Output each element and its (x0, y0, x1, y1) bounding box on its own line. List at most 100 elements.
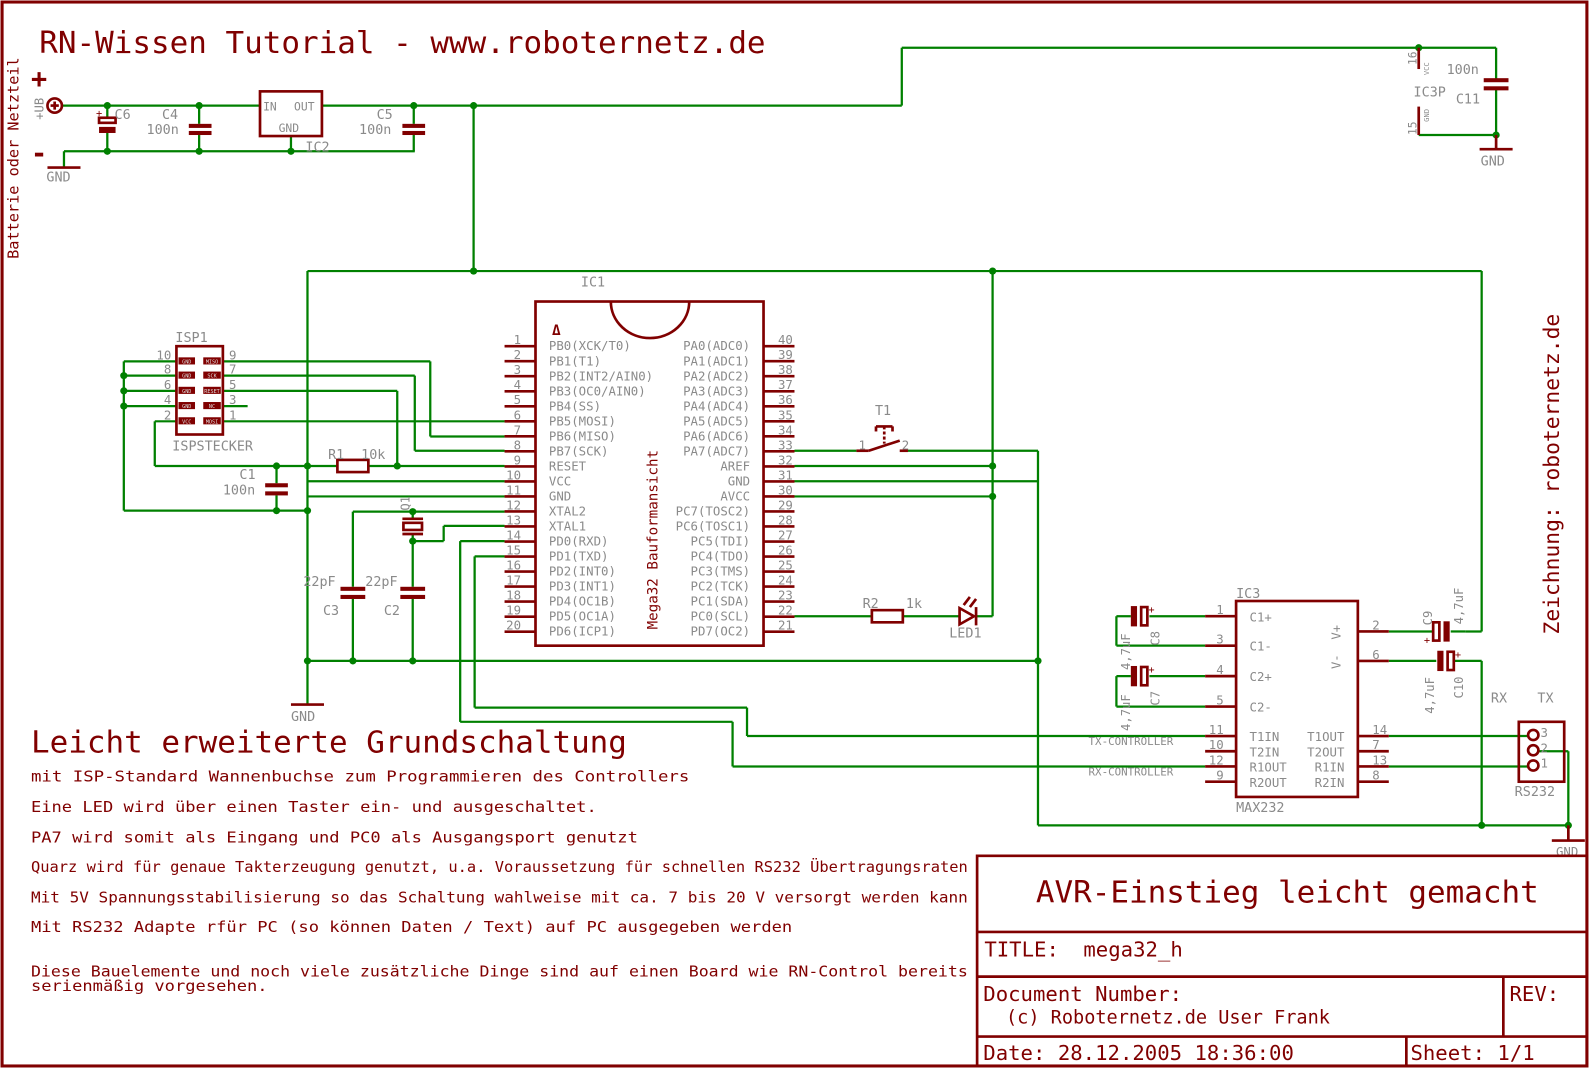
gnd-symbol (1479, 135, 1513, 151)
ic1-pin-name: PA2(ADC2) (683, 369, 750, 383)
date-field: Date: 28.12.2005 18:36:00 (983, 1041, 1294, 1065)
ic3-pin-name: C1- (1250, 640, 1272, 654)
ic1-pin-number: 12 (506, 499, 521, 513)
rs232-tx-label: TX (1537, 692, 1553, 707)
ic3p-gnd: GND (1422, 109, 1431, 122)
notes-line: Mit RS232 Adapte rfür PC (so können Date… (31, 918, 792, 936)
isp-pad-label: SCK (207, 374, 217, 380)
power-source-label: Batterie oder Netzteil (4, 57, 22, 259)
ic3-pin-number: 2 (1372, 619, 1379, 633)
ic3-pin-number: 3 (1216, 633, 1223, 647)
c4-label: C4 (162, 108, 178, 123)
capacitor-plate (1431, 621, 1441, 642)
c11-label: C11 (1456, 93, 1480, 108)
junction-dot (349, 657, 357, 665)
notes-line: Quarz wird für genaue Takterzeugung genu… (31, 857, 968, 876)
junction-dot (303, 507, 312, 515)
ic1-pin-name: PD6(ICP1) (549, 625, 616, 639)
junction-dot (1478, 821, 1486, 829)
notes-heading: Leicht erweiterte Grundschaltung (31, 725, 627, 760)
capacitor-c4 (188, 123, 212, 136)
supply-terminal (46, 97, 64, 115)
ic1-pin-name: PA5(ADC5) (683, 414, 750, 428)
title-block-frame (975, 854, 1589, 1068)
capacitor-plate (1130, 606, 1138, 627)
ic1-pin-name: PC0(SCL) (691, 610, 751, 624)
plus-mark: + (1148, 605, 1154, 616)
junction-dot (469, 102, 478, 110)
tx-controller-label: TX-CONTROLLER (1089, 735, 1174, 748)
ic2-label: IC2 (305, 140, 329, 155)
isp-pin-number: 2 (164, 408, 171, 422)
ic1-pin-number: 32 (778, 453, 793, 467)
junction-dot (988, 462, 997, 470)
isp-pad (203, 357, 221, 365)
notes-lines: mit ISP-Standard Wannenbuchse zum Progra… (31, 768, 968, 995)
capacitor-c5 (402, 123, 426, 136)
ic3-label: IC3 (1236, 587, 1260, 602)
junction-dot (120, 372, 128, 380)
capacitor-c2 (400, 586, 426, 599)
pushbutton-t1 (856, 425, 908, 453)
isp-pad (178, 386, 196, 394)
rs232-pin1: 1 (1540, 757, 1547, 771)
ic1-pin-name: PB7(SCK) (549, 445, 609, 459)
ic3-pin-name: T1IN (1250, 730, 1280, 744)
plus-sign: + (31, 64, 47, 95)
c5-value: 100n (359, 123, 391, 138)
capacitor-c10: + (1437, 650, 1461, 672)
capacitor-plate (1139, 605, 1149, 627)
ic1-body-label: Mega32 Bauformansicht (645, 450, 661, 629)
ic1-pin-number: 14 (506, 529, 521, 543)
capacitor-plate (1446, 650, 1456, 672)
isp-label: ISPSTECKER (172, 440, 253, 455)
isp-connector (175, 344, 225, 436)
ic1-pin-name: PA7(ADC7) (683, 445, 750, 459)
ic1-pin-name: PC4(TDO) (691, 550, 751, 564)
junction-dot (409, 508, 417, 516)
rs232-rx-label: RX (1491, 692, 1507, 707)
minus-sign: - (31, 139, 47, 170)
ic1-pin-number: 27 (778, 529, 793, 543)
isp-pad (178, 417, 196, 425)
ic3-pin-name: R1IN (1315, 761, 1345, 775)
junction-dot (272, 462, 281, 470)
isp-pad-label: GND (182, 404, 191, 410)
isp-pad (203, 402, 221, 410)
ic1-pin-name: GND (728, 475, 750, 489)
ic3-pin-name: C2+ (1250, 670, 1272, 684)
c7-label: C7 (1149, 691, 1163, 706)
ub-label: +UB (32, 98, 46, 120)
title-label: TITLE: (984, 937, 1059, 961)
ic1-pin-number: 16 (506, 559, 521, 573)
ic3-pin-number: 11 (1209, 723, 1224, 737)
notes-line: Diese Bauelemente und noch viele zusätzl… (31, 963, 968, 981)
junction-dot (303, 657, 312, 665)
c4-value: 100n (147, 123, 179, 138)
ic3-pin-name: T2OUT (1307, 745, 1345, 759)
ic1-pin-name: PD1(TXD) (549, 550, 609, 564)
notes-line: Eine LED wird über einen Taster ein- und… (31, 798, 597, 816)
c9-label: C9 (1421, 611, 1435, 626)
ic1-pin-number: 6 (514, 408, 521, 422)
ic1-pin-number: 8 (514, 438, 521, 452)
isp-pin-number: 8 (164, 363, 171, 377)
junction-dot (303, 462, 312, 470)
ic1-pin-name: XTAL1 (549, 520, 586, 534)
isp-name: ISP1 (175, 331, 207, 346)
ic1-pin-name: PD7(OC2) (691, 625, 751, 639)
c2-label: C2 (384, 604, 400, 619)
ic1-pin-name: PD2(INT0) (549, 565, 616, 579)
plus-mark: + (1148, 665, 1154, 676)
ic3p-gnd-num: 15 (1407, 122, 1420, 135)
junction-dot (409, 657, 417, 665)
capacitor-c11 (1483, 78, 1509, 91)
ic1-pin-number: 15 (506, 544, 521, 558)
ic3p-vcc: VCC (1422, 62, 1431, 75)
ic1-pin-name: PB6(MISO) (549, 429, 616, 443)
ic2-in: IN (263, 101, 277, 114)
ic1-pin-name: PC1(SDA) (691, 595, 751, 609)
ic1-pin-number: 21 (778, 619, 793, 633)
capacitor-c3 (340, 586, 366, 599)
isp-pad (178, 371, 196, 379)
